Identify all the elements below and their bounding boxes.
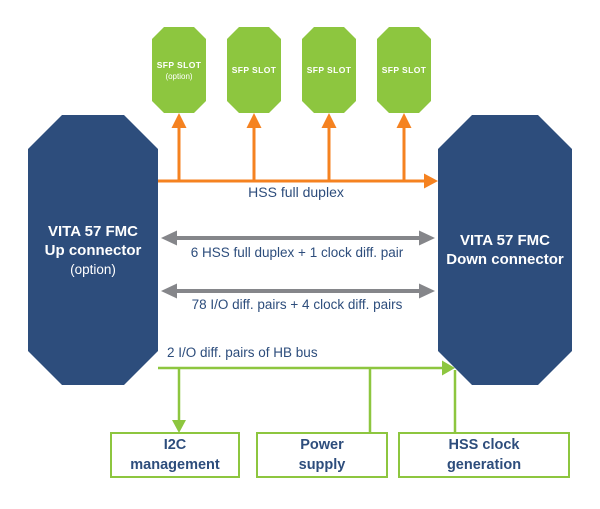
box-line1: HSS clock — [448, 437, 520, 453]
sfp-slot-3: SFP SLOT — [302, 27, 356, 113]
vita57-down-connector: VITA 57 FMC Down connector — [438, 115, 572, 385]
connector-subtitle: Down connector — [446, 251, 564, 268]
connector-title: VITA 57 FMC — [459, 232, 550, 249]
hss-duplex-arrows-orange — [158, 113, 438, 189]
box-line2: generation — [446, 457, 522, 473]
hb-bus-label: 2 I/O diff. pairs of HB bus — [167, 345, 318, 360]
hss-clock-generation-box: HSS clock generation — [398, 432, 570, 478]
hss-full-duplex-label: HSS full duplex — [248, 184, 344, 200]
connector-note: (option) — [70, 261, 116, 277]
sfp-slot-1: SFP SLOT (option) — [152, 27, 206, 113]
sfp-slot-2: SFP SLOT — [227, 27, 281, 113]
box-line1: Power — [300, 437, 344, 453]
sfp-slot-label: SFP SLOT — [306, 65, 352, 75]
box-line2: supply — [298, 457, 346, 473]
box-line2: management — [130, 457, 220, 473]
vita57-up-connector: VITA 57 FMC Up connector (option) — [28, 115, 158, 385]
six-hss-duplex-label: 6 HSS full duplex + 1 clock diff. pair — [190, 245, 404, 260]
io-diff-pairs-label: 78 I/O diff. pairs + 4 clock diff. pairs — [191, 297, 403, 312]
power-supply-box: Power supply — [256, 432, 388, 478]
connector-subtitle: Up connector — [44, 241, 142, 259]
sfp-slot-label: SFP SLOT — [231, 65, 277, 75]
bidirectional-arrows-gray — [161, 230, 435, 299]
box-line1: I2C — [163, 437, 187, 453]
sfp-slot-note: (option) — [165, 71, 193, 81]
connector-title: VITA 57 FMC — [47, 222, 138, 240]
sfp-slot-label: SFP SLOT — [381, 65, 427, 75]
i2c-management-box: I2C management — [110, 432, 240, 478]
sfp-slot-label: SFP SLOT — [156, 59, 202, 70]
sfp-slot-4: SFP SLOT — [377, 27, 431, 113]
hb-bus-lines-green — [158, 360, 457, 433]
